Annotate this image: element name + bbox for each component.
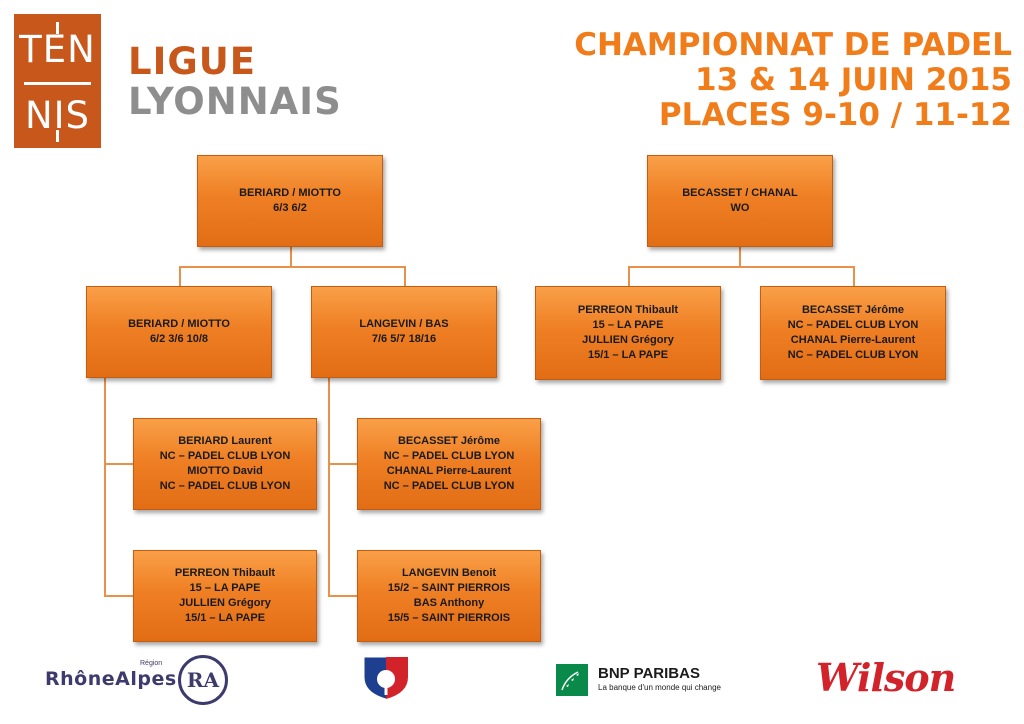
connector [328, 463, 358, 465]
logo-bar [24, 82, 91, 85]
box-line: 15/1 – LA PAPE [587, 349, 669, 361]
box-line: BECASSET / CHANAL [682, 187, 798, 199]
padel-shield-icon [363, 656, 409, 700]
connector [628, 266, 854, 268]
ra-logo: RA [178, 655, 228, 705]
box-line: LANGEVIN Benoit [401, 567, 497, 579]
box-line: NC – PADEL CLUB LYON [159, 450, 291, 462]
bnp-logo-icon [556, 664, 588, 696]
logo-line2: NIS [24, 94, 91, 137]
connector [853, 266, 855, 288]
bnp-tagline: La banque d'un monde qui change [598, 683, 721, 692]
connector [179, 266, 405, 268]
box-line: NC – PADEL CLUB LYON [383, 480, 515, 492]
box-line: JULLIEN Grégory [179, 597, 271, 609]
rhone-alpes-logo: RhôneAlpes [45, 668, 177, 690]
padel-club-logo [360, 655, 412, 701]
box-line: MIOTTO David [187, 465, 263, 477]
rhone-alpes-sub: Région [140, 660, 163, 667]
connector [739, 247, 741, 267]
left-final-box: BERIARD / MIOTTO 6/3 6/2 [197, 155, 383, 247]
box-line: NC – PADEL CLUB LYON [383, 450, 515, 462]
connector [179, 266, 181, 288]
box-line: BERIARD / MIOTTO [239, 187, 341, 199]
left-team2-box: PERREON Thibault 15 – LA PAPE JULLIEN Gr… [133, 550, 317, 642]
box-line: PERREON Thibault [577, 304, 679, 316]
box-line: 7/6 5/7 18/16 [371, 333, 437, 345]
box-line: WO [730, 202, 750, 214]
left-team3-box: BECASSET Jérôme NC – PADEL CLUB LYON CHA… [357, 418, 541, 510]
logo-tick-top [56, 22, 59, 34]
box-line: PERREON Thibault [174, 567, 276, 579]
box-line: CHANAL Pierre-Laurent [790, 334, 916, 346]
box-line: NC – PADEL CLUB LYON [787, 349, 919, 361]
left-semi2-box: LANGEVIN / BAS 7/6 5/7 18/16 [311, 286, 497, 378]
box-line: BECASSET Jérôme [397, 435, 501, 447]
box-line: CHANAL Pierre-Laurent [386, 465, 512, 477]
title-line2: 13 & 14 JUIN 2015 [695, 62, 1012, 98]
box-line: NC – PADEL CLUB LYON [787, 319, 919, 331]
box-line: BERIARD / MIOTTO [128, 318, 230, 330]
bnp-paribas-text: BNP PARIBAS [598, 665, 700, 682]
connector [104, 378, 106, 596]
box-line: 6/2 3/6 10/8 [149, 333, 209, 345]
box-line: 15 – LA PAPE [592, 319, 664, 331]
connector [290, 247, 292, 267]
lyonnais-text: LYONNAIS [128, 80, 342, 123]
box-line: BERIARD Laurent [178, 435, 272, 447]
connector [404, 266, 406, 288]
right-team2-box: BECASSET Jérôme NC – PADEL CLUB LYON CHA… [760, 286, 946, 380]
box-line: 15 – LA PAPE [189, 582, 261, 594]
logo-tick-bottom [56, 130, 59, 142]
right-team1-box: PERREON Thibault 15 – LA PAPE JULLIEN Gr… [535, 286, 721, 380]
box-line: JULLIEN Grégory [582, 334, 674, 346]
box-line: BECASSET Jérôme [801, 304, 905, 316]
box-line: NC – PADEL CLUB LYON [159, 480, 291, 492]
page-title: CHAMPIONNAT DE PADEL 13 & 14 JUIN 2015 P… [574, 28, 1012, 133]
wilson-logo: Wilson [816, 655, 956, 700]
connector [328, 378, 330, 596]
left-team1-box: BERIARD Laurent NC – PADEL CLUB LYON MIO… [133, 418, 317, 510]
tennis-logo: TEN NIS [14, 14, 101, 148]
box-line: 15/5 – SAINT PIERROIS [387, 612, 511, 624]
box-line: 15/2 – SAINT PIERROIS [387, 582, 511, 594]
left-semi1-box: BERIARD / MIOTTO 6/2 3/6 10/8 [86, 286, 272, 378]
connector [104, 595, 134, 597]
box-line: 15/1 – LA PAPE [184, 612, 266, 624]
ligue-text: LIGUE [128, 40, 257, 83]
right-final-box: BECASSET / CHANAL WO [647, 155, 833, 247]
box-line: 6/3 6/2 [273, 202, 307, 214]
connector [328, 595, 358, 597]
box-line: BAS Anthony [413, 597, 485, 609]
logo-line1: TEN [19, 28, 96, 71]
title-line1: CHAMPIONNAT DE PADEL [574, 27, 1012, 63]
connector [104, 463, 134, 465]
title-line3: PLACES 9-10 / 11-12 [658, 97, 1012, 133]
box-line: LANGEVIN / BAS [359, 318, 449, 330]
left-team4-box: LANGEVIN Benoit 15/2 – SAINT PIERROIS BA… [357, 550, 541, 642]
connector [628, 266, 630, 288]
